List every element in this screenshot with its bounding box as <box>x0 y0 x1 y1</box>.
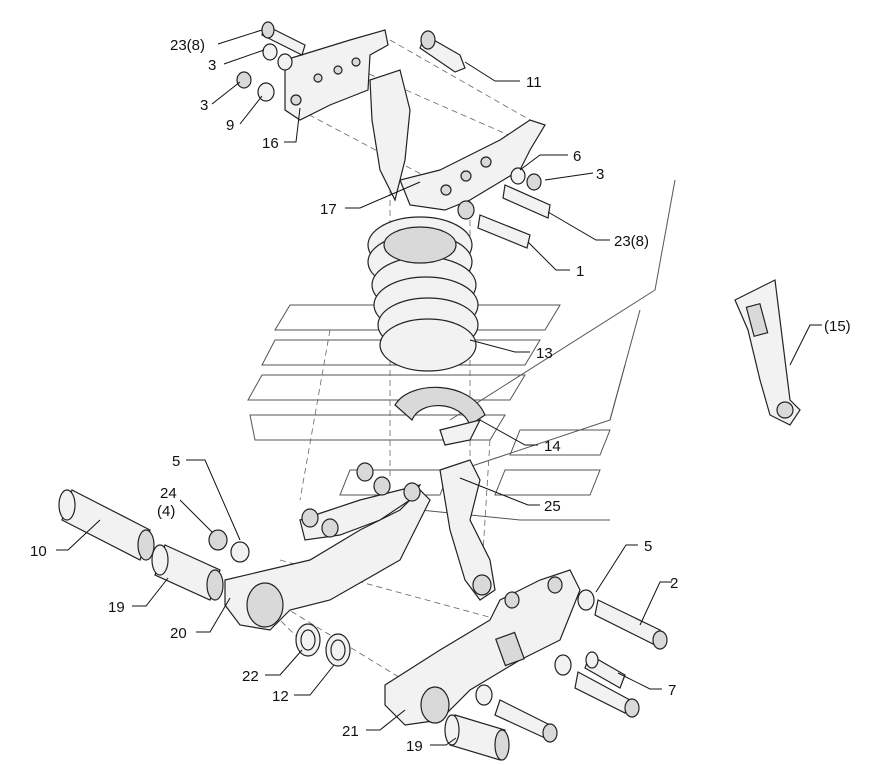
bushing-part-10 <box>58 489 155 561</box>
callout-2: 2 <box>670 575 678 592</box>
bushing-part-19-bottom <box>444 714 510 761</box>
callout-labels: 23(8) 3 3 9 16 11 6 3 17 23(8) 1 (15) 13… <box>30 37 851 755</box>
callout-15: (15) <box>824 318 851 335</box>
bolt-lower <box>475 654 640 743</box>
central-bracket <box>369 69 546 211</box>
bracket-part-25 <box>439 459 496 601</box>
callout-9: 9 <box>226 117 234 134</box>
callout-1: 1 <box>576 263 584 280</box>
washer-part-12 <box>325 633 351 667</box>
pin-part-7 <box>584 651 626 689</box>
fasteners-right <box>457 167 551 249</box>
callout-19-left: 19 <box>108 599 125 616</box>
nut-part-24 <box>208 529 250 563</box>
callout-23-8-right: 23(8) <box>614 233 649 250</box>
callout-20: 20 <box>170 625 187 642</box>
callout-7: 7 <box>668 682 676 699</box>
callout-24: 24 <box>160 485 177 502</box>
bracket-part-16 <box>284 29 389 121</box>
callout-11: 11 <box>526 74 542 91</box>
callout-3-a: 3 <box>208 57 216 74</box>
bolt-part-2 <box>577 589 668 650</box>
callout-3-c: 3 <box>596 166 604 183</box>
callout-25: 25 <box>544 498 561 515</box>
callout-21: 21 <box>342 723 359 740</box>
coil-spring-part-13 <box>367 216 479 372</box>
link-arm-part-21 <box>384 569 581 726</box>
callout-5-right: 5 <box>644 538 652 555</box>
callout-13: 13 <box>536 345 553 362</box>
leader-lines <box>56 29 822 746</box>
callout-22: 22 <box>242 668 259 685</box>
washer-part-22 <box>295 623 321 657</box>
callout-5-left: 5 <box>172 453 180 470</box>
callout-6: 6 <box>573 148 581 165</box>
callout-12: 12 <box>272 688 289 705</box>
callout-4: (4) <box>157 503 175 520</box>
callout-14: 14 <box>544 438 561 455</box>
callout-23-8-top: 23(8) <box>170 37 205 54</box>
bushing-part-19-left <box>151 544 224 601</box>
callout-16: 16 <box>262 135 279 152</box>
lever-part-15 <box>734 279 801 426</box>
spacer-part-14 <box>394 386 486 446</box>
callout-10: 10 <box>30 543 47 560</box>
callout-19-bottom: 19 <box>406 738 423 755</box>
callout-3-b: 3 <box>200 97 208 114</box>
link-arm-part-20 <box>224 462 431 631</box>
pin-part-11 <box>419 30 466 73</box>
callout-17: 17 <box>320 201 337 218</box>
